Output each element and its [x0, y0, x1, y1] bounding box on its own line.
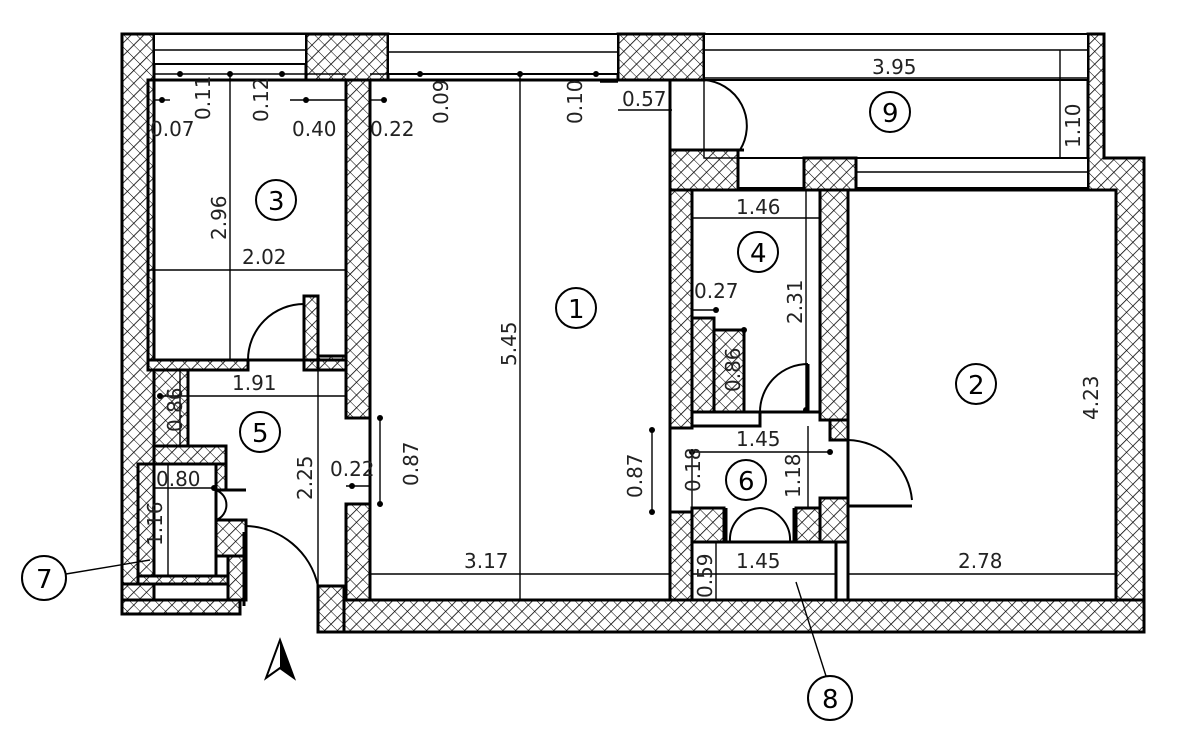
- dim-087-left: 0.87: [399, 441, 423, 486]
- dim-080: 0.80: [156, 467, 201, 491]
- dim-146: 1.46: [736, 195, 781, 219]
- dim-145-r6: 1.45: [736, 427, 781, 451]
- dim-007: 0.07: [150, 117, 195, 141]
- dim-278: 2.78: [958, 549, 1003, 573]
- doors: [215, 79, 913, 606]
- dim-423: 4.23: [1079, 375, 1103, 420]
- dim-145-r8: 1.45: [736, 549, 781, 573]
- dim-057: 0.57: [622, 87, 667, 111]
- dimension-dots: [157, 71, 833, 515]
- north-arrow-icon: [263, 637, 297, 681]
- dim-116: 1.16: [143, 501, 167, 546]
- room-8-label: 8: [822, 685, 839, 715]
- dim-040: 0.40: [292, 117, 337, 141]
- dimension-labels: 0.07 0.11 0.12 0.40 0.22 0.09 0.10 0.57 …: [143, 55, 1103, 598]
- dim-395: 3.95: [872, 55, 917, 79]
- room-4-label: 4: [750, 239, 767, 269]
- dim-296: 2.96: [207, 195, 231, 240]
- dim-202: 2.02: [242, 245, 287, 269]
- dim-022-mid: 0.22: [330, 457, 375, 481]
- room-7-label: 7: [36, 565, 53, 595]
- room-2-label: 2: [968, 371, 985, 401]
- dim-009: 0.09: [429, 79, 453, 124]
- dim-110: 1.10: [1061, 103, 1085, 148]
- dim-118: 1.18: [781, 453, 805, 498]
- dim-022-top: 0.22: [370, 117, 415, 141]
- dim-012: 0.12: [249, 77, 273, 122]
- exterior-walls: [120, 32, 1146, 634]
- dim-317: 3.17: [464, 549, 509, 573]
- room-5-label: 5: [252, 419, 269, 449]
- dim-086-r5: 0.86: [163, 387, 187, 432]
- windows: [153, 33, 1089, 189]
- room-3-label: 3: [268, 187, 285, 217]
- dim-059: 0.59: [693, 553, 717, 598]
- dim-545: 5.45: [497, 321, 521, 366]
- dim-225: 2.25: [293, 455, 317, 500]
- dim-011: 0.11: [191, 75, 215, 120]
- room-6-label: 6: [738, 467, 755, 497]
- room-9-label: 9: [882, 99, 899, 129]
- dim-018: 0.18: [681, 447, 705, 492]
- dim-087-right: 0.87: [623, 453, 647, 498]
- dim-027: 0.27: [694, 279, 739, 303]
- dim-086-r4: 0.86: [721, 347, 745, 392]
- dimension-lines: [148, 50, 1116, 600]
- room-labels: 3 1 2 4 5 6 9 7 8: [21, 91, 997, 721]
- room-1-label: 1: [568, 295, 585, 325]
- dim-231: 2.31: [783, 279, 807, 324]
- dim-191: 1.91: [232, 371, 277, 395]
- dim-010: 0.10: [563, 79, 587, 124]
- room-outlines: [136, 78, 1118, 602]
